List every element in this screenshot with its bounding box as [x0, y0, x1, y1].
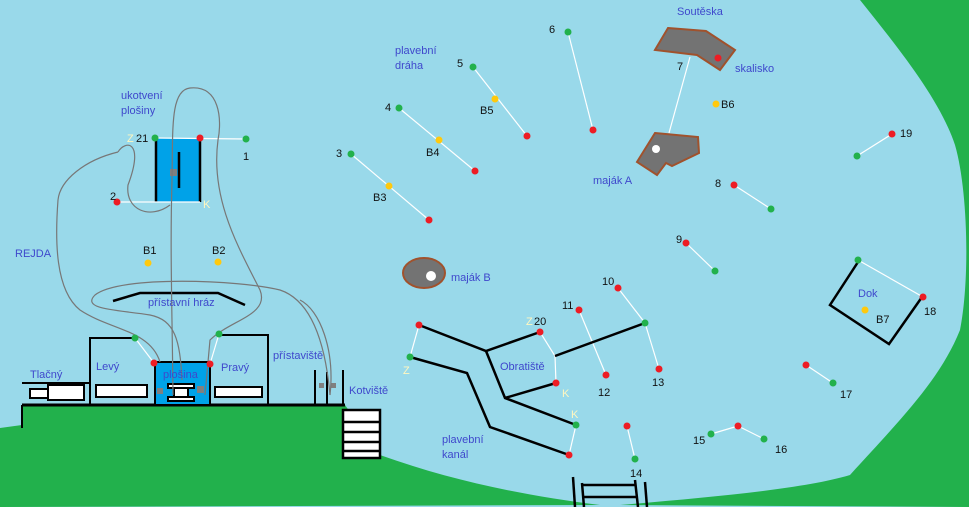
lighthouse-b [402, 257, 446, 289]
marker-start: Z [127, 133, 134, 145]
beacons [144, 95, 869, 314]
buoy-label-7: 7 [677, 61, 683, 73]
label-majak-b: maják B [451, 272, 491, 284]
buoy-label-20: 20 [534, 316, 546, 328]
land-bottom [0, 405, 600, 507]
buoy-numbers: 1 2 3 4 5 6 7 8 9 10 11 12 13 14 15 16 1… [110, 24, 936, 480]
buoy-label-5: 5 [457, 58, 463, 70]
label-kotviste: Kotviště [349, 385, 388, 397]
buoy-label-12: 12 [598, 387, 610, 399]
platform-anchorage [117, 137, 247, 203]
buoy-label-18: 18 [924, 306, 936, 318]
beacon-label-b1: B1 [143, 245, 156, 257]
marker-end: K [571, 409, 579, 421]
label-plosina: plošina [163, 369, 199, 381]
beacon-label-b7: B7 [876, 314, 889, 326]
marker-start: Z [403, 365, 410, 377]
route-arrows [56, 87, 332, 396]
rock-soutesk [653, 26, 737, 72]
label-plavebni-kanal: plavební [442, 434, 484, 446]
green-buoys [131, 28, 862, 463]
canal-walls [409, 261, 924, 457]
label-majak-a: maják A [593, 175, 633, 187]
buoy-label-2: 2 [110, 191, 116, 203]
label-skalisko: skalisko [735, 63, 774, 75]
beacon-label-b5: B5 [480, 105, 493, 117]
label-tlacny: Tlačný [30, 369, 63, 381]
marker-end: K [203, 199, 211, 211]
start-end-markers: Z K Z Z K K [127, 133, 579, 421]
red-buoys [113, 54, 927, 459]
buoy-label-1: 1 [243, 151, 249, 163]
buoy-label-16: 16 [775, 444, 787, 456]
buoy-label-15: 15 [693, 435, 705, 447]
beacon-label-b3: B3 [373, 192, 386, 204]
buoy-label-8: 8 [715, 178, 721, 190]
buoy-label-11: 11 [562, 300, 573, 312]
beacon-label-b6: B6 [721, 99, 734, 111]
beacon-label-b4: B4 [426, 147, 439, 159]
buoy-label-19: 19 [900, 128, 912, 140]
label-pristavni-hraz: přístavní hráz [148, 297, 215, 309]
label-levy: Levý [96, 361, 120, 373]
buoy-label-13: 13 [652, 377, 664, 389]
label-plavebni-draha-2: dráha [395, 60, 424, 72]
buoy-label-10: 10 [602, 276, 614, 288]
buoy-label-4: 4 [385, 102, 391, 114]
label-rejda: REJDA [15, 248, 52, 260]
buoy-label-3: 3 [336, 148, 342, 160]
label-plavebni-draha: plavební [395, 45, 437, 57]
beacon-label-b2: B2 [212, 245, 225, 257]
buoy-label-6: 6 [549, 24, 555, 36]
lighthouse-a [635, 131, 701, 177]
label-soutesk: Soutěska [677, 6, 724, 18]
buoy-label-9: 9 [676, 234, 682, 246]
label-ukotveni-2: plošiny [121, 105, 156, 117]
buoy-label-21: 21 [136, 133, 148, 145]
label-pravy: Pravý [221, 362, 250, 374]
harbour [22, 291, 344, 406]
label-dok: Dok [858, 288, 878, 300]
marker-end: K [562, 388, 570, 400]
stairs-bottom [571, 476, 649, 507]
label-obratiste: Obratiště [500, 361, 545, 373]
land-right [620, 0, 969, 507]
buoy-label-14: 14 [630, 468, 642, 480]
marker-start: Z [526, 316, 533, 328]
label-pristaviste: přístaviště [273, 350, 323, 362]
label-ukotveni: ukotvení [121, 90, 163, 102]
label-plavebni-kanal-2: kanál [442, 449, 468, 461]
buoy-label-17: 17 [840, 389, 852, 401]
stairs-kotviste [341, 408, 382, 460]
